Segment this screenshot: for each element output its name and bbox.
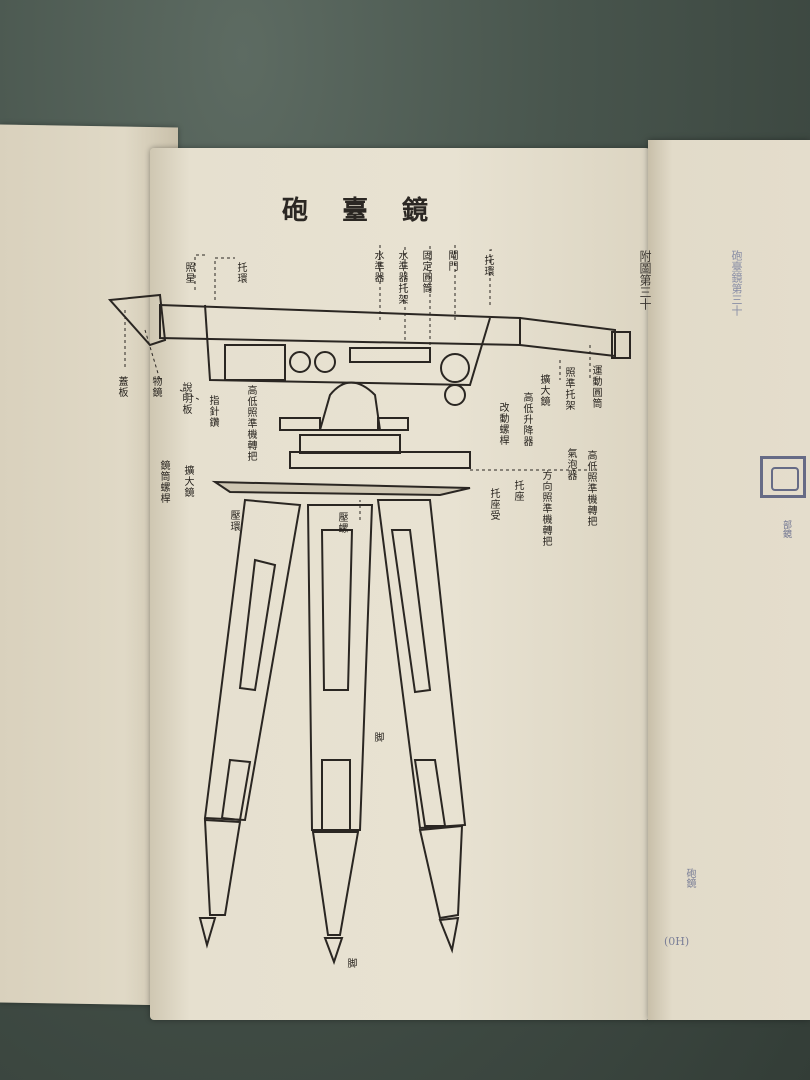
label-magnifier: 擴大鏡 — [538, 374, 549, 407]
label-adjust-screw: 改動螺桿 — [497, 402, 508, 446]
label-sighting-star: 照星 — [183, 262, 194, 284]
label-ring-right: 托環 — [482, 255, 493, 277]
label-moving-cylinder: 運動圓筒 — [590, 365, 601, 409]
label-pressure-ring: 壓環 — [228, 510, 239, 532]
scope-head — [318, 381, 382, 431]
label-cover-plate: 蓋板 — [116, 376, 127, 398]
label-seat: 托座 — [512, 480, 523, 502]
label-bubble: 氣泡器 — [565, 448, 576, 481]
eyepiece — [107, 293, 167, 347]
tripod-leg-left — [203, 498, 302, 822]
label-direction-handle: 方向照準機轉把 — [540, 470, 551, 547]
label-level-bracket: 水準器托架 — [396, 250, 407, 305]
label-pressure-screw: 壓螺 — [336, 512, 347, 534]
label-shutter: 閘門 — [446, 250, 457, 272]
right-page-text-4: (0H) — [664, 935, 690, 948]
label-seat-receiver: 托座受 — [488, 488, 499, 521]
label-level: 水準器 — [372, 250, 383, 283]
label-magnifier-2: 擴大鏡 — [182, 465, 193, 498]
right-page-text-2: 部鏡 — [781, 520, 791, 538]
label-pointer: 指針鑽 — [207, 395, 218, 428]
label-ring-left: 托環 — [235, 262, 246, 284]
right-page-text-1: 砲臺鏡第三十 — [730, 250, 743, 316]
right-page-text-3: 砲鏡 — [684, 868, 695, 888]
figure-number: 附圖第三十 — [638, 250, 652, 310]
label-elevation-handle: 高低照準機轉把 — [245, 385, 256, 462]
plate — [224, 344, 286, 381]
tripod-foot-right — [418, 824, 464, 920]
label-elevation-handle-2: 高低照準機轉把 — [585, 450, 596, 527]
right-page — [648, 140, 810, 1020]
label-objective: 物鏡 — [150, 376, 161, 398]
label-leg: 脚 — [372, 732, 383, 743]
label-leg-tip: 脚 — [345, 958, 356, 969]
tripod-foot-left — [203, 818, 242, 916]
page-title: 砲臺鏡 — [281, 196, 462, 226]
label-sight-bracket: 照準托架 — [563, 367, 574, 411]
tripod-foot-center — [311, 831, 360, 936]
label-elevation-riser: 高低升降器 — [521, 392, 532, 447]
tripod-leg-center — [306, 504, 374, 831]
label-fixed-cylinder: 固定圓筒 — [420, 250, 431, 294]
label-tube-screw: 鏡筒螺桿 — [158, 460, 169, 504]
telescope-tube — [159, 303, 521, 347]
stamp-mark — [760, 456, 806, 498]
label-instruction-plate: 說明板 — [180, 382, 191, 415]
base-plate — [211, 480, 471, 497]
tripod-leg-right — [376, 499, 467, 830]
